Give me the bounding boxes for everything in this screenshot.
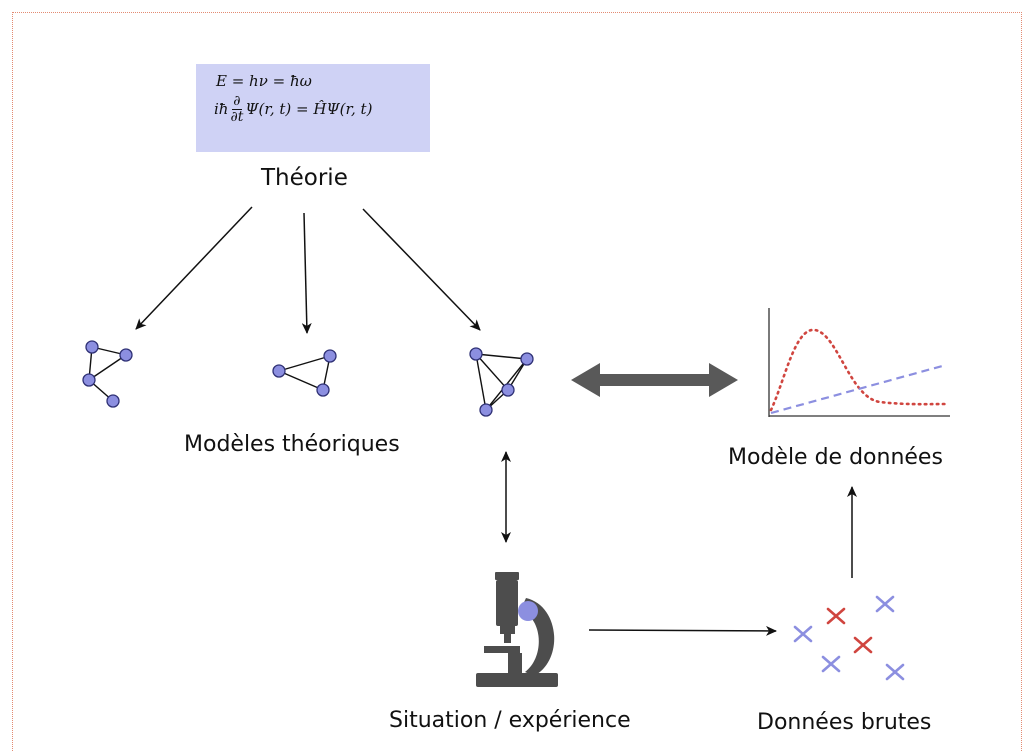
partial-derivative: ∂ ∂t [230, 94, 243, 124]
microscope-icon [476, 572, 558, 687]
microscope-objective [504, 634, 511, 643]
microscope-tube [496, 580, 518, 626]
equation-energy: E = hν = ħω [216, 72, 312, 90]
arrow-theory-to-model-2 [301, 212, 312, 334]
microscope-lens-light [518, 601, 538, 621]
graph-node [106, 394, 120, 408]
graph-node [323, 349, 337, 363]
cross-mark-blue [875, 595, 895, 613]
label-theorie: Théorie [261, 165, 348, 191]
microscope-nosepiece [500, 626, 515, 634]
cross-mark-red [853, 636, 873, 654]
graph-node [85, 340, 99, 354]
model-graph-3 [475, 353, 528, 411]
arrow-theory-to-model-3 [362, 208, 481, 331]
fraction-numerator: ∂ [232, 93, 242, 110]
equation-prefix: iħ [214, 100, 229, 119]
microscope-eyepiece-top [495, 572, 519, 580]
label-situation-experience: Situation / expérience [389, 708, 631, 733]
arrow-theory-to-model-1 [135, 206, 253, 330]
mini-plot-red-curve [769, 328, 948, 412]
graph-node [82, 373, 96, 387]
graph-node [316, 383, 330, 397]
graph-node [479, 403, 493, 417]
label-modele-de-donnees: Modèle de données [728, 445, 943, 470]
microscope-base [476, 673, 558, 687]
equation-rest: Ψ(r, t) = ĤΨ(r, t) [245, 100, 373, 119]
cross-mark-blue [885, 663, 905, 681]
model-graph-1-nodes [82, 340, 133, 408]
fraction-denominator: ∂t [230, 108, 244, 125]
arrow-experiment-to-raw [588, 625, 777, 636]
graph-node [501, 383, 515, 397]
cross-mark-blue [821, 655, 841, 673]
equation-schrodinger: iħ ∂ ∂t Ψ(r, t) = ĤΨ(r, t) [214, 94, 372, 124]
label-modeles-theoriques: Modèles théoriques [184, 432, 400, 457]
graph-node [272, 364, 286, 378]
model-graph-3-nodes [469, 347, 534, 417]
microscope-pillar [508, 653, 522, 675]
equation-box: E = hν = ħω iħ ∂ ∂t Ψ(r, t) = ĤΨ(r, t) [196, 64, 430, 152]
model-graph-2-nodes [272, 349, 337, 397]
cross-mark-red [826, 607, 846, 625]
microscope-stage [484, 646, 520, 653]
mini-plot-icon [768, 308, 950, 417]
mini-plot-blue-line [770, 363, 947, 415]
graph-node [119, 348, 133, 362]
scatter-crosses-icon [793, 595, 905, 681]
label-donnees-brutes: Données brutes [757, 710, 932, 735]
double-arrow-models-data [571, 363, 738, 397]
microscope-arm [520, 598, 555, 676]
graph-node [520, 352, 534, 366]
graph-node [469, 347, 483, 361]
cross-mark-blue [793, 625, 813, 643]
